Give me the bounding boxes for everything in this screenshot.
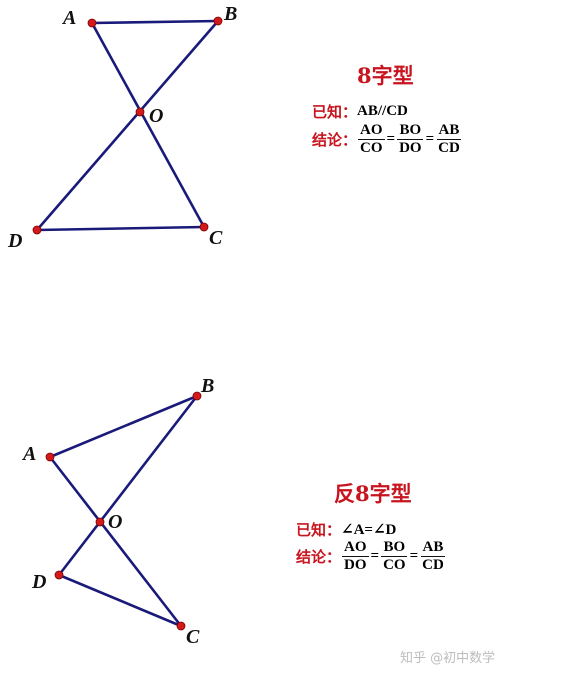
panel-title: 8字型 — [357, 63, 414, 88]
given-label: 已知： — [312, 103, 358, 121]
point-o — [95, 517, 105, 527]
given-row: 已知： ∠A=∠D — [296, 519, 396, 540]
fraction-1: AO CO — [358, 122, 385, 157]
fraction-denominator: CO — [383, 557, 406, 573]
conclusion-label: 结论： — [312, 131, 358, 149]
label-b: B — [200, 375, 214, 397]
fraction-1: AO DO — [342, 539, 369, 574]
panel-title: 反8字型 — [334, 481, 412, 506]
conclusion-row: 结论： AO CO = BO DO = AB CD — [312, 122, 463, 157]
fraction-denominator: DO — [344, 557, 367, 573]
point-c — [199, 222, 209, 232]
conclusion-label: 结论： — [296, 548, 342, 566]
point-d — [54, 570, 64, 580]
fraction-denominator: DO — [399, 140, 422, 156]
equals-sign: = — [370, 548, 380, 564]
given-condition: AB//CD — [357, 103, 408, 119]
label-a: A — [61, 7, 76, 29]
equals-sign: = — [409, 548, 419, 564]
fraction-2: BO DO — [397, 122, 424, 157]
fraction-3: AB CD — [436, 122, 462, 157]
equals-sign: = — [425, 131, 435, 147]
label-c: C — [209, 227, 223, 249]
label-c: C — [186, 626, 200, 648]
conclusion-row: 结论： AO DO = BO CO = AB CD — [296, 539, 447, 574]
segment-ac — [48, 455, 183, 628]
fraction-numerator: AO — [342, 539, 369, 557]
watermark: 知乎 @初中数学 — [400, 651, 496, 666]
label-o: O — [149, 105, 163, 127]
label-a: A — [21, 443, 36, 465]
given-condition: ∠A=∠D — [341, 522, 397, 538]
segment-ab — [90, 19, 220, 25]
point-b — [192, 391, 202, 401]
segment-dc — [35, 225, 206, 232]
panel-8-shape: A B O D C 8字型 已知： AB//CD 结论： AO CO = BO … — [0, 0, 561, 330]
point-a — [45, 452, 55, 462]
segment-dc — [57, 573, 183, 628]
point-a — [87, 18, 97, 28]
fraction-numerator: AO — [358, 122, 385, 140]
diagram-reverse-8-shape: A B O D C — [21, 375, 214, 648]
label-d: D — [31, 571, 46, 593]
fraction-numerator: BO — [397, 122, 424, 140]
segment-bd — [35, 19, 220, 232]
fraction-denominator: CD — [422, 557, 444, 573]
fraction-denominator: CO — [360, 140, 383, 156]
label-d: D — [7, 230, 22, 252]
point-c — [176, 621, 186, 631]
label-b: B — [223, 3, 237, 25]
given-label: 已知： — [296, 521, 342, 539]
segment-ac — [90, 21, 206, 229]
fraction-numerator: BO — [381, 539, 408, 557]
fraction-numerator: AB — [420, 539, 446, 557]
fraction-denominator: CD — [438, 140, 460, 156]
segment-bd — [57, 394, 199, 577]
point-b — [213, 16, 223, 26]
fraction-2: BO CO — [381, 539, 408, 574]
fraction-3: AB CD — [420, 539, 446, 574]
segment-ab — [48, 394, 199, 459]
diagram-8-shape: A B O D C — [7, 3, 237, 252]
point-d — [32, 225, 42, 235]
given-row: 已知： AB//CD — [312, 101, 408, 122]
panel-reverse-8-shape: A B O D C 反8字型 已知： ∠A=∠D 结论： AO DO = BO … — [0, 330, 561, 683]
fraction-numerator: AB — [436, 122, 462, 140]
label-o: O — [108, 511, 122, 533]
point-o — [135, 107, 145, 117]
equals-sign: = — [386, 131, 396, 147]
